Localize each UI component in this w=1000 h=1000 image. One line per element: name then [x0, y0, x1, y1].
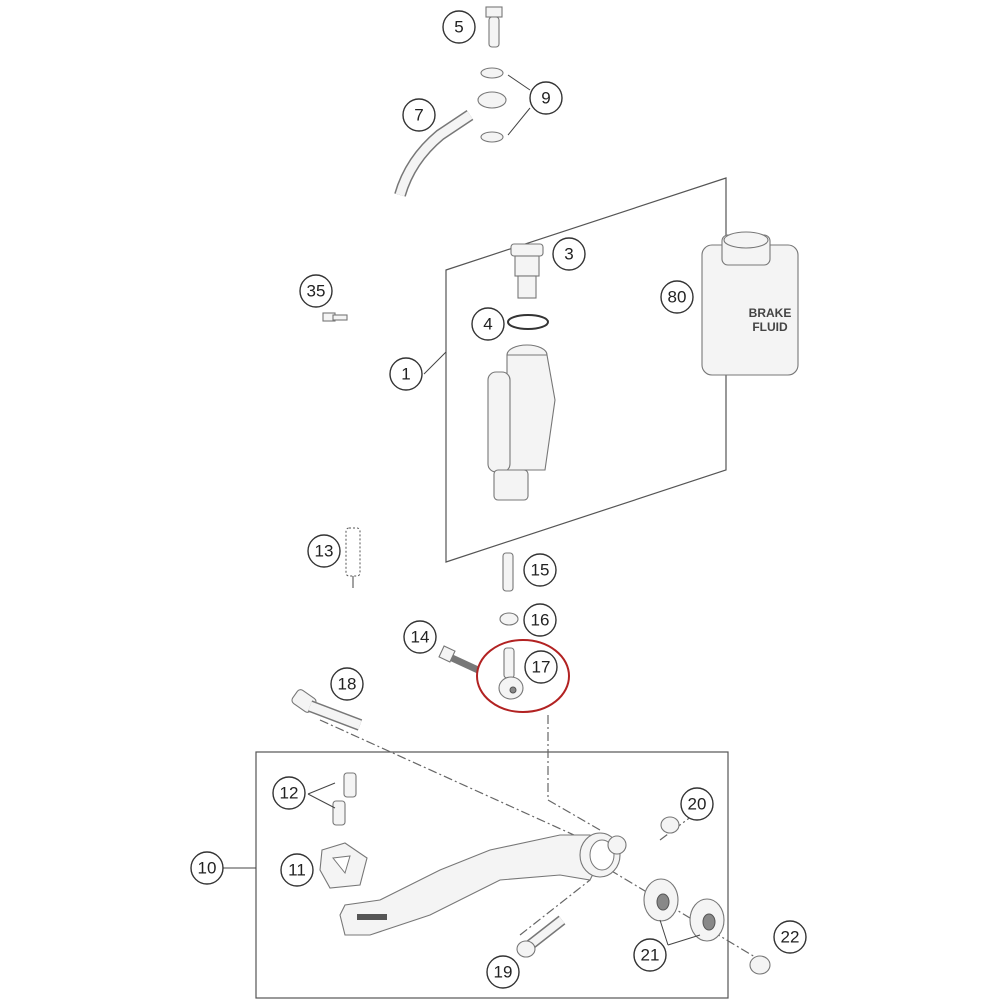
brake-pedal-group-frame — [255, 751, 729, 999]
banjo-bolt-part — [485, 6, 503, 48]
bearing-part — [643, 878, 725, 942]
svg-text:35: 35 — [307, 282, 326, 301]
svg-text:12: 12 — [280, 784, 299, 803]
callout-3: 3 — [552, 237, 586, 271]
callout-9: 9 — [529, 81, 563, 115]
leader-lines — [223, 74, 701, 946]
svg-text:13: 13 — [315, 542, 334, 561]
callout-35: 35 — [299, 274, 333, 308]
callout-21: 21 — [633, 938, 667, 972]
callout-12: 12 — [272, 776, 306, 810]
callout-10: 10 — [190, 851, 224, 885]
nut-part — [749, 955, 771, 975]
callout-22: 22 — [773, 920, 807, 954]
svg-text:4: 4 — [483, 315, 492, 334]
clevis-part — [498, 647, 524, 700]
pedal-bolt-part — [516, 915, 566, 958]
brake-hose-part — [394, 91, 507, 197]
svg-text:9: 9 — [541, 89, 550, 108]
callout-15: 15 — [523, 553, 557, 587]
svg-text:80: 80 — [668, 288, 687, 307]
screw-part — [322, 312, 348, 322]
callout-1: 1 — [389, 357, 423, 391]
return-spring-part — [345, 527, 361, 588]
reservoir-connector-part — [510, 243, 544, 299]
brake-fluid-bottle-part: BRAKE FLUID — [701, 231, 799, 376]
svg-text:5: 5 — [454, 18, 463, 37]
callout-80: 80 — [660, 280, 694, 314]
nut-part — [499, 612, 519, 626]
brake-fluid-label: BRAKE — [749, 306, 792, 320]
svg-text:15: 15 — [531, 561, 550, 580]
o-ring-part — [507, 314, 549, 330]
washer-part — [480, 131, 504, 143]
master-cylinder-group-frame — [445, 177, 727, 563]
svg-text:3: 3 — [564, 245, 573, 264]
pushrod-part — [502, 552, 514, 592]
svg-text:19: 19 — [494, 963, 513, 982]
master-cylinder-part — [487, 344, 556, 501]
pedal-step-part — [319, 842, 368, 889]
svg-text:14: 14 — [411, 628, 430, 647]
callout-4: 4 — [471, 307, 505, 341]
svg-text:20: 20 — [688, 795, 707, 814]
svg-text:11: 11 — [288, 861, 306, 880]
assembly-lines — [319, 715, 761, 961]
svg-text:7: 7 — [414, 106, 423, 125]
svg-text:1: 1 — [401, 365, 410, 384]
pivot-pin-part — [291, 689, 363, 731]
callout-14: 14 — [403, 620, 437, 654]
svg-text:21: 21 — [641, 946, 660, 965]
washer-part — [480, 67, 504, 79]
callout-7: 7 — [402, 98, 436, 132]
svg-text:10: 10 — [198, 859, 217, 878]
callout-13: 13 — [307, 534, 341, 568]
nut-part — [660, 816, 680, 834]
callout-20: 20 — [680, 787, 714, 821]
brake-pedal-part — [339, 832, 627, 936]
callout-5: 5 — [442, 10, 476, 44]
callout-11: 11 — [280, 853, 314, 887]
bolt-part — [438, 645, 480, 674]
callout-17: 17 — [524, 650, 558, 684]
highlight-ring — [476, 639, 570, 713]
callout-16: 16 — [523, 603, 557, 637]
callout-19: 19 — [486, 955, 520, 989]
footpeg-screw-part — [332, 772, 357, 826]
svg-text:18: 18 — [338, 675, 357, 694]
svg-text:22: 22 — [781, 928, 800, 947]
svg-text:16: 16 — [531, 611, 550, 630]
callout-18: 18 — [330, 667, 364, 701]
svg-text:17: 17 — [532, 658, 551, 677]
brake-fluid-label: FLUID — [752, 320, 788, 334]
